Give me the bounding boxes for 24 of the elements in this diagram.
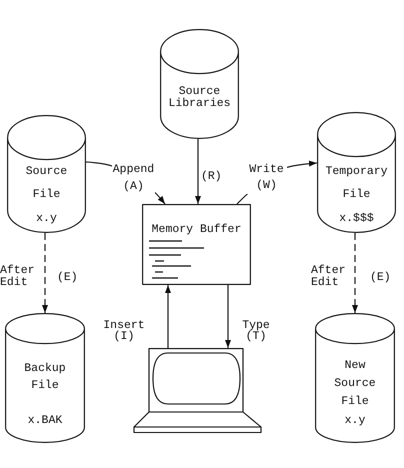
node-title: Source Libraries [167,86,232,109]
command-letter-label: (E) [57,272,78,284]
arrow [165,285,171,348]
storage-cylinder [5,313,85,443]
storage-cylinder [315,313,395,443]
dashed-arrow [42,233,48,313]
edge-label: Append (A) [112,161,155,195]
node-title: Backup File [23,360,67,394]
storage-cylinder [160,29,239,139]
arrow [225,285,231,348]
edge-label: (R) [201,171,223,183]
process-box [142,204,251,285]
node-title: Memory Buffer [150,223,242,237]
arrow [195,139,201,204]
dashed-arrow [352,233,358,313]
file-name: x.y [35,212,58,226]
command-letter-label: (E) [370,272,391,284]
file-name: x.BAK [26,414,64,428]
computer-terminal-drawing [133,348,262,434]
file-name: x.$$$ [338,212,375,226]
storage-cylinder [317,112,396,233]
file-name: x.y [344,414,366,428]
edge-label: Write (W) [246,162,287,194]
storage-cylinder [7,115,86,233]
